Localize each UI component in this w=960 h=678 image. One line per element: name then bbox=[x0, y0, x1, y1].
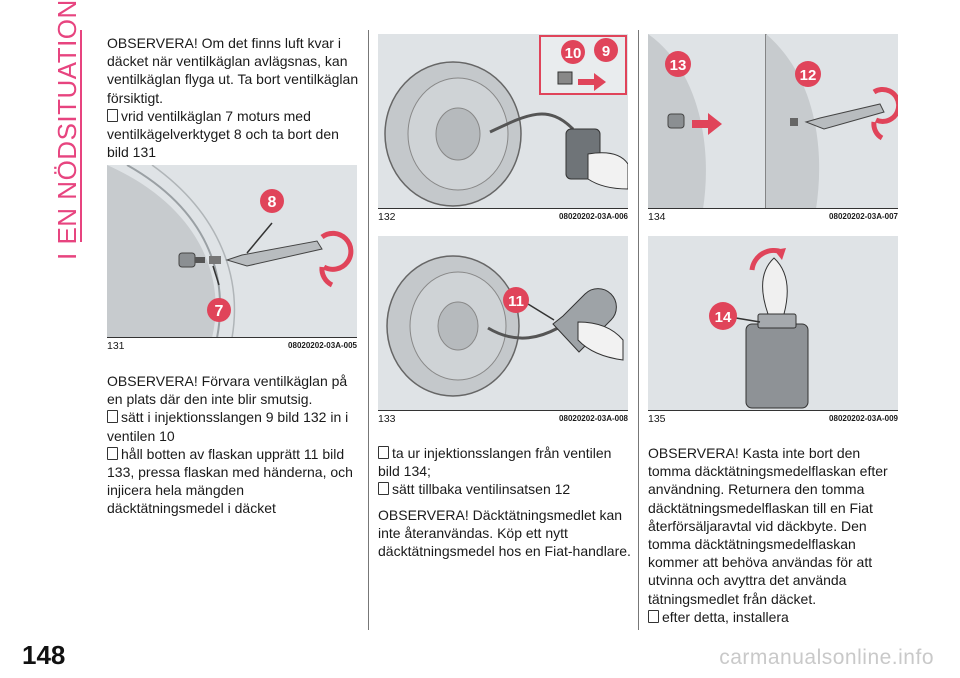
column-1-top-text: OBSERVERA! Om det finns luft kvar i däck… bbox=[107, 34, 362, 161]
section-divider bbox=[80, 30, 82, 242]
bullet-item: efter detta, installera bbox=[648, 608, 903, 626]
figure-code: 08020202-03A-007 bbox=[829, 212, 898, 221]
section-title: I EN NÖDSITUATION bbox=[52, 0, 82, 260]
figure-number: 133 bbox=[378, 413, 396, 425]
figure-caption: 134 08020202-03A-007 bbox=[648, 208, 898, 223]
bullet-item: ta ur injektionsslangen från ventilen bi… bbox=[378, 444, 633, 480]
bullet-item: sätt i injektionsslangen 9 bild 132 in i… bbox=[107, 408, 362, 444]
paragraph: OBSERVERA! Om det finns luft kvar i däck… bbox=[107, 35, 359, 106]
paragraph: OBSERVERA! Kasta inte bort den tomma däc… bbox=[648, 445, 888, 607]
page-number: 148 bbox=[22, 640, 66, 670]
column-rule bbox=[638, 30, 639, 630]
figure-code: 08020202-03A-008 bbox=[559, 414, 628, 423]
figure-code: 08020202-03A-009 bbox=[829, 414, 898, 423]
figure-132: 10 9 132 08020202-03A-006 bbox=[378, 34, 628, 223]
valve-core-removal-illustration: 8 7 bbox=[107, 165, 357, 338]
callout-label: 14 bbox=[715, 309, 732, 326]
valve-reinstall-illustration: 13 12 bbox=[648, 34, 898, 209]
figure-code: 08020202-03A-005 bbox=[288, 341, 357, 350]
paragraph: OBSERVERA! Förvara ventilkäglan på en pl… bbox=[107, 373, 348, 408]
callout-label: 8 bbox=[268, 194, 277, 211]
paragraph: OBSERVERA! Däcktätningsmedlet kan inte å… bbox=[378, 506, 631, 560]
callout-label: 10 bbox=[565, 45, 582, 62]
hose-insertion-illustration: 10 9 bbox=[378, 34, 628, 209]
figure-number: 135 bbox=[648, 413, 666, 425]
figure-131: 8 7 131 08020202-03A-005 bbox=[107, 165, 357, 352]
callout-label: 11 bbox=[508, 293, 524, 310]
figure-134: 13 12 134 08020202-03A-007 bbox=[648, 34, 898, 223]
column-1-bottom-text: OBSERVERA! Förvara ventilkäglan på en pl… bbox=[107, 372, 362, 518]
bullet-item: vrid ventilkäglan 7 moturs med ventilkäg… bbox=[107, 107, 362, 162]
figure-caption: 131 08020202-03A-005 bbox=[107, 337, 357, 352]
figure-133: 11 133 08020202-03A-008 bbox=[378, 236, 628, 425]
figure-number: 132 bbox=[378, 211, 396, 223]
callout-label: 7 bbox=[215, 303, 224, 320]
column-rule bbox=[368, 30, 369, 630]
figure-caption: 135 08020202-03A-009 bbox=[648, 410, 898, 425]
callout-label: 9 bbox=[602, 43, 610, 60]
figure-code: 08020202-03A-006 bbox=[559, 212, 628, 221]
figure-caption: 132 08020202-03A-006 bbox=[378, 208, 628, 223]
column-2-text: ta ur injektionsslangen från ventilen bi… bbox=[378, 444, 633, 560]
callout-label: 13 bbox=[670, 57, 687, 74]
figure-number: 131 bbox=[107, 340, 125, 352]
column-3-text: OBSERVERA! Kasta inte bort den tomma däc… bbox=[648, 444, 903, 626]
bullet-item: håll botten av flaskan upprätt 11 bild 1… bbox=[107, 445, 362, 518]
callout-label: 12 bbox=[800, 67, 817, 84]
bullet-item: sätt tillbaka ventilinsatsen 12 bbox=[378, 480, 633, 498]
figure-caption: 133 08020202-03A-008 bbox=[378, 410, 628, 425]
bottle-injection-illustration: 11 bbox=[378, 236, 628, 411]
bottle-cap-illustration: 14 bbox=[648, 236, 898, 411]
watermark: carmanualsonline.info bbox=[719, 646, 934, 669]
figure-135: 14 135 08020202-03A-009 bbox=[648, 236, 898, 425]
figure-number: 134 bbox=[648, 211, 666, 223]
